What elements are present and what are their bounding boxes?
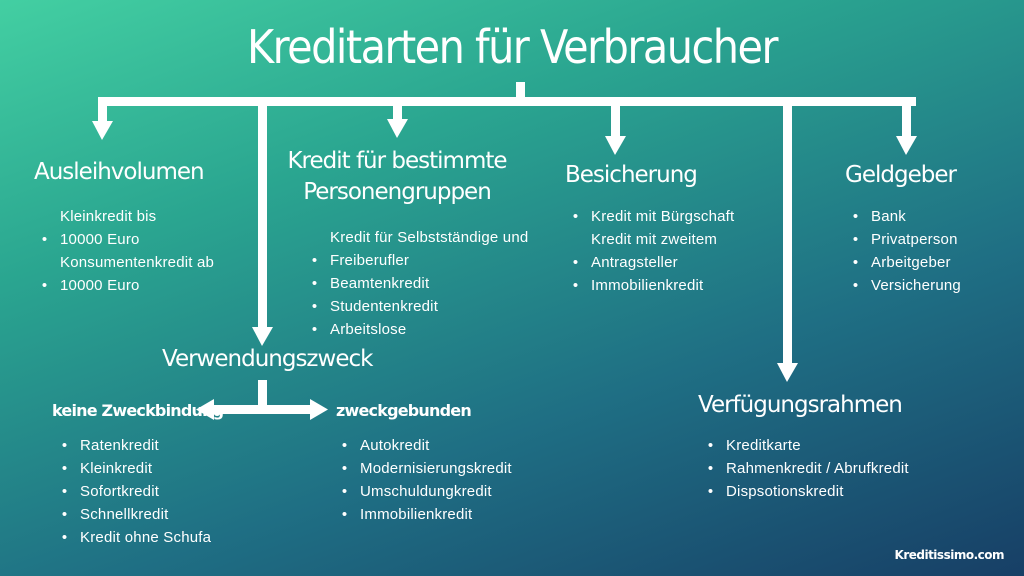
label-keine-zweckbindung: keine Zweckbindung bbox=[52, 401, 224, 420]
arrow-personengruppen bbox=[387, 119, 408, 138]
sub-connector-stem bbox=[258, 380, 267, 410]
connector-verfuegungsrahmen bbox=[783, 97, 792, 365]
list-item: Kreditkarte bbox=[722, 434, 909, 457]
list-item: Privatperson bbox=[867, 228, 961, 251]
heading-besicherung: Besicherung bbox=[565, 162, 698, 188]
list-item: Kredit mit Bürgschaft bbox=[587, 205, 761, 228]
list-verfuegungsrahmen: Kreditkarte Rahmenkredit / Abrufkredit D… bbox=[700, 434, 909, 503]
heading-line: Kredit für bestimmte bbox=[287, 148, 507, 174]
heading-line: Personengruppen bbox=[303, 179, 492, 205]
connector-personengruppen bbox=[393, 97, 402, 121]
list-item: Immobilienkredit bbox=[587, 274, 761, 297]
label-zweckgebunden: zweckgebunden bbox=[336, 401, 472, 420]
list-item: Arbeitgeber bbox=[867, 251, 961, 274]
list-item: Beamtenkredit bbox=[326, 272, 535, 295]
page-title: Kreditarten für Verbraucher bbox=[247, 20, 779, 74]
list-item: Kredit ohne Schufa bbox=[76, 526, 211, 549]
list-item: Rahmenkredit / Abrufkredit bbox=[722, 457, 909, 480]
sub-connector-bar bbox=[212, 405, 312, 414]
list-item: Kleinkredit bis 10000 Euro bbox=[56, 205, 220, 251]
heading-verfuegungsrahmen: Verfügungsrahmen bbox=[698, 392, 903, 418]
branch-bar bbox=[98, 97, 916, 106]
list-item: Schnellkredit bbox=[76, 503, 211, 526]
connector-verwendungszweck bbox=[258, 97, 267, 329]
trunk-line bbox=[516, 82, 525, 106]
connector-ausleihvolumen bbox=[98, 97, 107, 123]
list-keine-zweckbindung: Ratenkredit Kleinkredit Sofortkredit Sch… bbox=[54, 434, 211, 549]
list-item: Arbeitslose bbox=[326, 318, 535, 341]
arrow-zweckgebunden bbox=[310, 399, 328, 420]
arrow-verfuegungsrahmen bbox=[777, 363, 798, 382]
list-item: Sofortkredit bbox=[76, 480, 211, 503]
list-item: Kredit für Selbstständige und Freiberufl… bbox=[326, 226, 535, 272]
arrow-ausleihvolumen bbox=[92, 121, 113, 140]
list-besicherung: Kredit mit Bürgschaft Kredit mit zweitem… bbox=[565, 205, 761, 297]
heading-ausleihvolumen: Ausleihvolumen bbox=[34, 159, 205, 185]
connector-besicherung bbox=[611, 97, 620, 138]
list-item: Umschuldungkredit bbox=[356, 480, 512, 503]
list-ausleihvolumen: Kleinkredit bis 10000 Euro Konsumentenkr… bbox=[34, 205, 220, 297]
list-item: Immobilienkredit bbox=[356, 503, 512, 526]
list-item: Kredit mit zweitem Antragsteller bbox=[587, 228, 761, 274]
list-item: Autokredit bbox=[356, 434, 512, 457]
connector-geldgeber bbox=[902, 97, 911, 138]
arrow-besicherung bbox=[605, 136, 626, 155]
heading-personengruppen: Kredit für bestimmte Personengruppen bbox=[282, 146, 512, 208]
arrow-verwendungszweck bbox=[252, 327, 273, 346]
list-zweckgebunden: Autokredit Modernisierungskredit Umschul… bbox=[334, 434, 512, 526]
brand-logo-text: Kreditissimo.com bbox=[894, 548, 1005, 562]
heading-geldgeber: Geldgeber bbox=[845, 162, 957, 188]
list-item: Versicherung bbox=[867, 274, 961, 297]
list-item: Studentenkredit bbox=[326, 295, 535, 318]
heading-verwendungszweck: Verwendungszweck bbox=[162, 346, 373, 372]
arrow-keine-zweckbindung bbox=[196, 399, 214, 420]
list-geldgeber: Bank Privatperson Arbeitgeber Versicheru… bbox=[845, 205, 961, 297]
list-item: Konsumentenkredit ab 10000 Euro bbox=[56, 251, 220, 297]
list-item: Modernisierungskredit bbox=[356, 457, 512, 480]
arrow-geldgeber bbox=[896, 136, 917, 155]
list-item: Kleinkredit bbox=[76, 457, 211, 480]
list-personengruppen: Kredit für Selbstständige und Freiberufl… bbox=[304, 226, 535, 341]
list-item: Dispsotionskredit bbox=[722, 480, 909, 503]
list-item: Ratenkredit bbox=[76, 434, 211, 457]
list-item: Bank bbox=[867, 205, 961, 228]
